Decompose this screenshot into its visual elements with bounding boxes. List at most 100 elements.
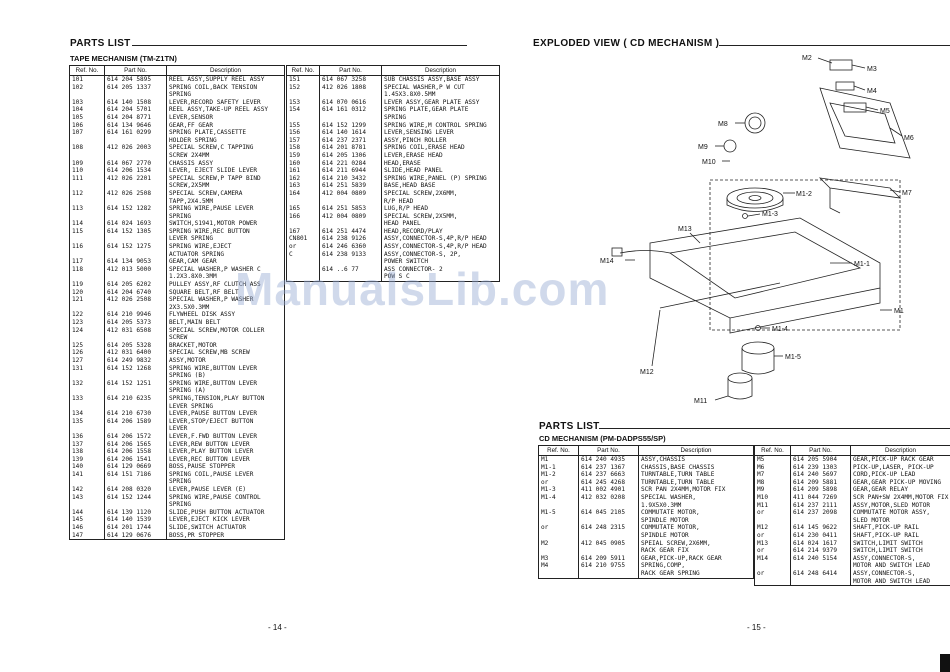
description-cell: BOSS,PAUSE STOPPER (166, 463, 285, 471)
description-cell: SLIDE,PUSH BUTTON ACTUATOR (166, 508, 285, 517)
part-no-cell: 614 206 1572 (104, 432, 167, 441)
description-cell: ASSY,CONNECTOR-S,4P,R/P HEAD (381, 243, 500, 251)
ref-no-cell (69, 235, 105, 244)
part-no-cell: 614 206 1558 (104, 448, 167, 456)
ref-no-cell (69, 273, 105, 282)
ref-no-cell (754, 516, 791, 525)
table-row: SPRING (69, 501, 285, 509)
gear-m9 (723, 139, 737, 153)
ref-no-cell (538, 547, 579, 555)
part-no-cell: 412 026 2003 (104, 144, 167, 152)
description-cell: SPECIAL WASHER,P WASHER (166, 296, 285, 304)
description-cell: RACK GEAR SPRING (638, 569, 754, 579)
description-cell: BRACKET,MOTOR (166, 341, 285, 350)
page-edge-mark (940, 654, 950, 672)
ref-no-cell: 133 (69, 394, 105, 403)
sled-motor-top (727, 372, 753, 384)
description-cell: SPRING,TENSION,PLAY BUTTON (166, 394, 285, 403)
description-cell: SPRING WIRE,REC BUTTON (166, 227, 285, 236)
description-cell: ASSY,CONNECTOR-S, 2P, (381, 250, 500, 259)
ref-no-cell: M3 (538, 554, 579, 563)
description-cell: LEVER,RECORD SAFETY LEVER (166, 98, 285, 107)
description-cell: SPRING,COMP, (638, 562, 754, 570)
part-no-cell: 614 205 1337 (104, 83, 167, 92)
description-cell: ASSY,CONNECTOR-S, (850, 569, 950, 578)
ref-no-cell: 131 (69, 364, 105, 373)
description-cell: LEVER, EJECT SLIDE LEVER (166, 167, 285, 175)
callout-label-m8: M8 (718, 121, 728, 128)
cd-mechanism-subtitle: CD MECHANISM (PM-DADPS55/SP) (539, 434, 666, 443)
washer-m1-4 (755, 325, 761, 331)
part-no-cell (104, 425, 167, 433)
ref-no-cell: or (754, 509, 791, 517)
table-row: RACK GEAR FIX (538, 547, 754, 555)
ref-no-cell: 157 (286, 136, 320, 145)
ref-no-cell: 123 (69, 319, 105, 327)
ref-no-cell (69, 387, 105, 395)
description-cell: SPECIAL SCREW,2X5MM, (381, 212, 500, 221)
part-no-cell (104, 197, 167, 206)
ref-no-cell: 143 (69, 493, 105, 502)
part-no-cell: 614 209 5911 (578, 554, 639, 563)
ref-no-cell: M1 (538, 455, 579, 464)
description-cell: ASSY,MOTOR (166, 356, 285, 365)
watermark: ManualsLib.com (235, 263, 610, 315)
ref-no-cell (286, 220, 320, 228)
part-no-cell: 614 240 5154 (790, 554, 851, 563)
leader-m7 (889, 189, 901, 193)
table-row: SCREW,2X5MM (69, 182, 285, 190)
part-no-cell: 614 206 1565 (104, 440, 167, 449)
leader-m1-3 (747, 213, 761, 217)
ref-no-cell (754, 577, 791, 587)
callout-label-m7: M7 (902, 190, 912, 197)
part-no-cell: 614 230 0411 (790, 531, 851, 540)
title-rule (132, 45, 467, 46)
table-row: HEAD PANEL (286, 220, 500, 228)
description-cell: ASSY,MOTOR,SLED MOTOR (850, 501, 950, 510)
table-row: ACTUATOR SPRING (69, 250, 285, 259)
part-no-cell: 614 140 1508 (104, 98, 167, 107)
ref-no-cell: M1-1 (538, 463, 579, 472)
ref-no-cell: or (754, 569, 791, 578)
description-cell: SCREW (166, 334, 285, 342)
diagram-outlines (611, 57, 911, 401)
pickup-lead-cable (818, 177, 902, 199)
ref-no-cell: 154 (286, 106, 320, 114)
description-cell: SLED MOTOR (850, 516, 950, 525)
description-cell: SPECIAL WASHER,P W CUT (381, 83, 500, 92)
ref-no-cell: M8 (754, 478, 791, 487)
ref-no-cell: 142 (69, 486, 105, 494)
part-no-cell: 614 209 5898 (790, 486, 851, 494)
part-no-cell (578, 516, 639, 525)
ref-no-cell (69, 372, 105, 380)
ref-no-cell: 136 (69, 432, 105, 441)
rack-spring-m4 (835, 81, 855, 91)
connector-plug (611, 247, 623, 257)
callout-label-m5: M5 (880, 108, 890, 115)
spindle-motor-top (741, 341, 775, 355)
ref-no-cell (69, 212, 105, 221)
leader-m13 (689, 232, 701, 244)
description-cell: LEVER,PAUSE BUTTON LEVER (166, 410, 285, 418)
part-no-cell: 614 237 2371 (319, 136, 382, 145)
part-no-cell: 614 210 6730 (104, 410, 167, 418)
description-cell: SPRING WIRE,BUTTON LEVER (166, 379, 285, 388)
ref-no-cell: M4 (538, 562, 579, 570)
part-no-cell: 614 211 6944 (319, 167, 382, 175)
